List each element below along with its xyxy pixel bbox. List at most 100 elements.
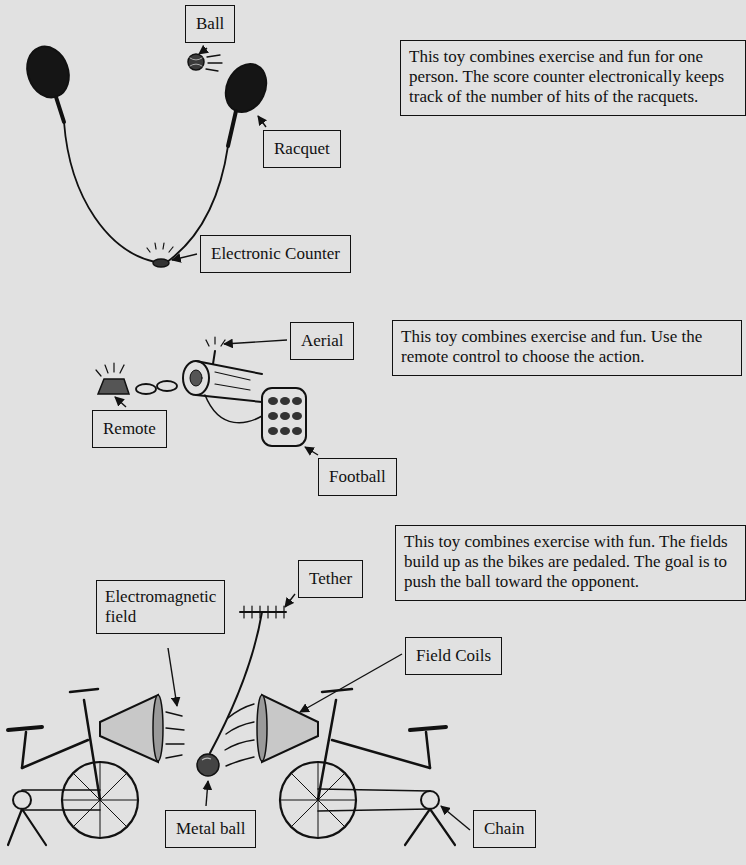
football-toy-drawing-part	[292, 412, 302, 420]
racquet-drawing-part	[20, 41, 75, 104]
remote-drawing-part	[98, 379, 129, 394]
description-box: This toy combines exercise with fun. The…	[395, 525, 746, 601]
football-toy-drawing-part	[280, 412, 290, 420]
label-text: Electromagnetic field	[105, 587, 216, 627]
label-text: This toy combines exercise and fun for o…	[409, 47, 737, 107]
label-text: This toy combines exercise and fun. Use …	[401, 327, 733, 367]
metal-ball-drawing	[197, 754, 219, 776]
football-toy-drawing-part	[183, 361, 209, 395]
label-text: Tether	[309, 569, 352, 589]
counter-drawing-part	[163, 243, 164, 249]
part-label: Metal ball	[165, 810, 256, 848]
left-bike-drawing-part	[13, 791, 31, 809]
racquet-drawing-part	[64, 122, 155, 262]
label-text: This toy combines exercise with fun. The…	[404, 532, 737, 592]
football-toy-drawing-part	[292, 427, 302, 435]
field-lines-part	[166, 712, 182, 716]
left-bike-drawing-part	[8, 727, 42, 730]
label-text: Remote	[103, 419, 156, 439]
leader-lines-part	[305, 447, 318, 455]
racquet-drawing-part	[218, 57, 274, 118]
counter-drawing-part	[147, 248, 150, 252]
remote-drawing-part	[96, 370, 101, 376]
part-label: Racquet	[263, 130, 341, 168]
football-toy-drawing-part	[206, 340, 209, 346]
left-bike-drawing-part	[22, 732, 26, 768]
football-toy-drawing-part	[205, 395, 262, 423]
right-bike-drawing-part	[257, 695, 267, 761]
ball-drawing-part	[190, 58, 202, 66]
counter-drawing-part	[155, 243, 156, 249]
football-toy-drawing-part	[213, 351, 215, 364]
field-lines-part	[166, 728, 184, 730]
part-label: Football	[318, 458, 397, 496]
football-toy-drawing-part	[268, 397, 278, 405]
right-bike-drawing-part	[405, 809, 455, 845]
ball-drawing	[188, 54, 222, 71]
left-bike-drawing-part	[8, 809, 46, 845]
label-text: Electronic Counter	[211, 244, 340, 264]
tether-drawing-part	[244, 606, 284, 618]
leader-lines-part	[258, 116, 266, 127]
metal-ball-drawing-part	[202, 758, 211, 760]
left-bike-drawing	[8, 689, 163, 845]
leader-lines-part	[441, 806, 470, 830]
label-text: Racquet	[274, 139, 330, 159]
field-lines-part	[226, 722, 254, 734]
right-bike-drawing-part	[410, 727, 446, 730]
leader-lines-part	[224, 340, 287, 344]
ball-drawing-part	[208, 62, 222, 63]
part-label: Electromagnetic field	[96, 580, 225, 634]
ball-drawing-part	[206, 69, 218, 71]
left-bike-drawing-part	[153, 695, 163, 761]
left-bike-drawing-part	[22, 790, 100, 810]
right-bike-drawing-part	[421, 791, 439, 809]
label-text: Aerial	[301, 331, 343, 351]
field-lines-part	[166, 743, 184, 744]
right-bike-drawing	[257, 689, 455, 845]
leader-lines-part	[168, 648, 177, 706]
football-toy-drawing-part	[292, 397, 302, 405]
counter-drawing-part	[153, 259, 169, 267]
racquet-drawing-part	[56, 97, 64, 122]
football-toy-drawing-part	[221, 340, 225, 346]
right-bike-drawing-part	[318, 700, 336, 800]
part-label: Electronic Counter	[200, 235, 351, 273]
right-bike-drawing-part	[318, 789, 430, 811]
right-bike-drawing-part	[262, 695, 318, 762]
label-text: Chain	[484, 819, 525, 839]
leader-lines-part	[300, 654, 402, 712]
racquet-drawing-part	[228, 111, 236, 146]
football-toy-drawing-part	[157, 381, 177, 391]
left-bike-drawing-part	[22, 740, 88, 768]
leader-lines-part	[206, 781, 208, 806]
metal-ball-drawing-part	[197, 754, 219, 776]
label-text: Ball	[196, 14, 224, 34]
remote-drawing-part	[113, 363, 114, 372]
right-bike-drawing-part	[332, 740, 430, 768]
football-toy-drawing-part	[215, 372, 250, 390]
part-label: Aerial	[290, 322, 354, 360]
description-box: This toy combines exercise and fun. Use …	[392, 320, 742, 376]
football-toy-drawing-part	[268, 397, 302, 435]
counter-drawing	[147, 243, 173, 267]
left-bike-drawing-part	[84, 700, 100, 800]
remote-drawing-part	[105, 365, 108, 373]
left-bike-drawing-part	[70, 689, 98, 692]
football-toy-drawing-part	[280, 427, 290, 435]
football-toy-drawing-part	[280, 397, 290, 405]
part-label: Tether	[298, 560, 363, 598]
left-bike-drawing-part	[100, 695, 158, 762]
ball-drawing-part	[188, 54, 204, 70]
football-toy-drawing-part	[190, 370, 202, 386]
remote-drawing-part	[120, 365, 124, 373]
field-lines-part	[166, 755, 182, 758]
part-label: Ball	[185, 5, 235, 43]
remote-drawing	[96, 363, 129, 394]
leader-lines-part	[199, 48, 207, 54]
description-box: This toy combines exercise and fun for o…	[400, 40, 746, 116]
football-toy-drawing-part	[268, 412, 278, 420]
leader-lines-part	[115, 397, 126, 407]
label-text: Field Coils	[416, 646, 491, 666]
